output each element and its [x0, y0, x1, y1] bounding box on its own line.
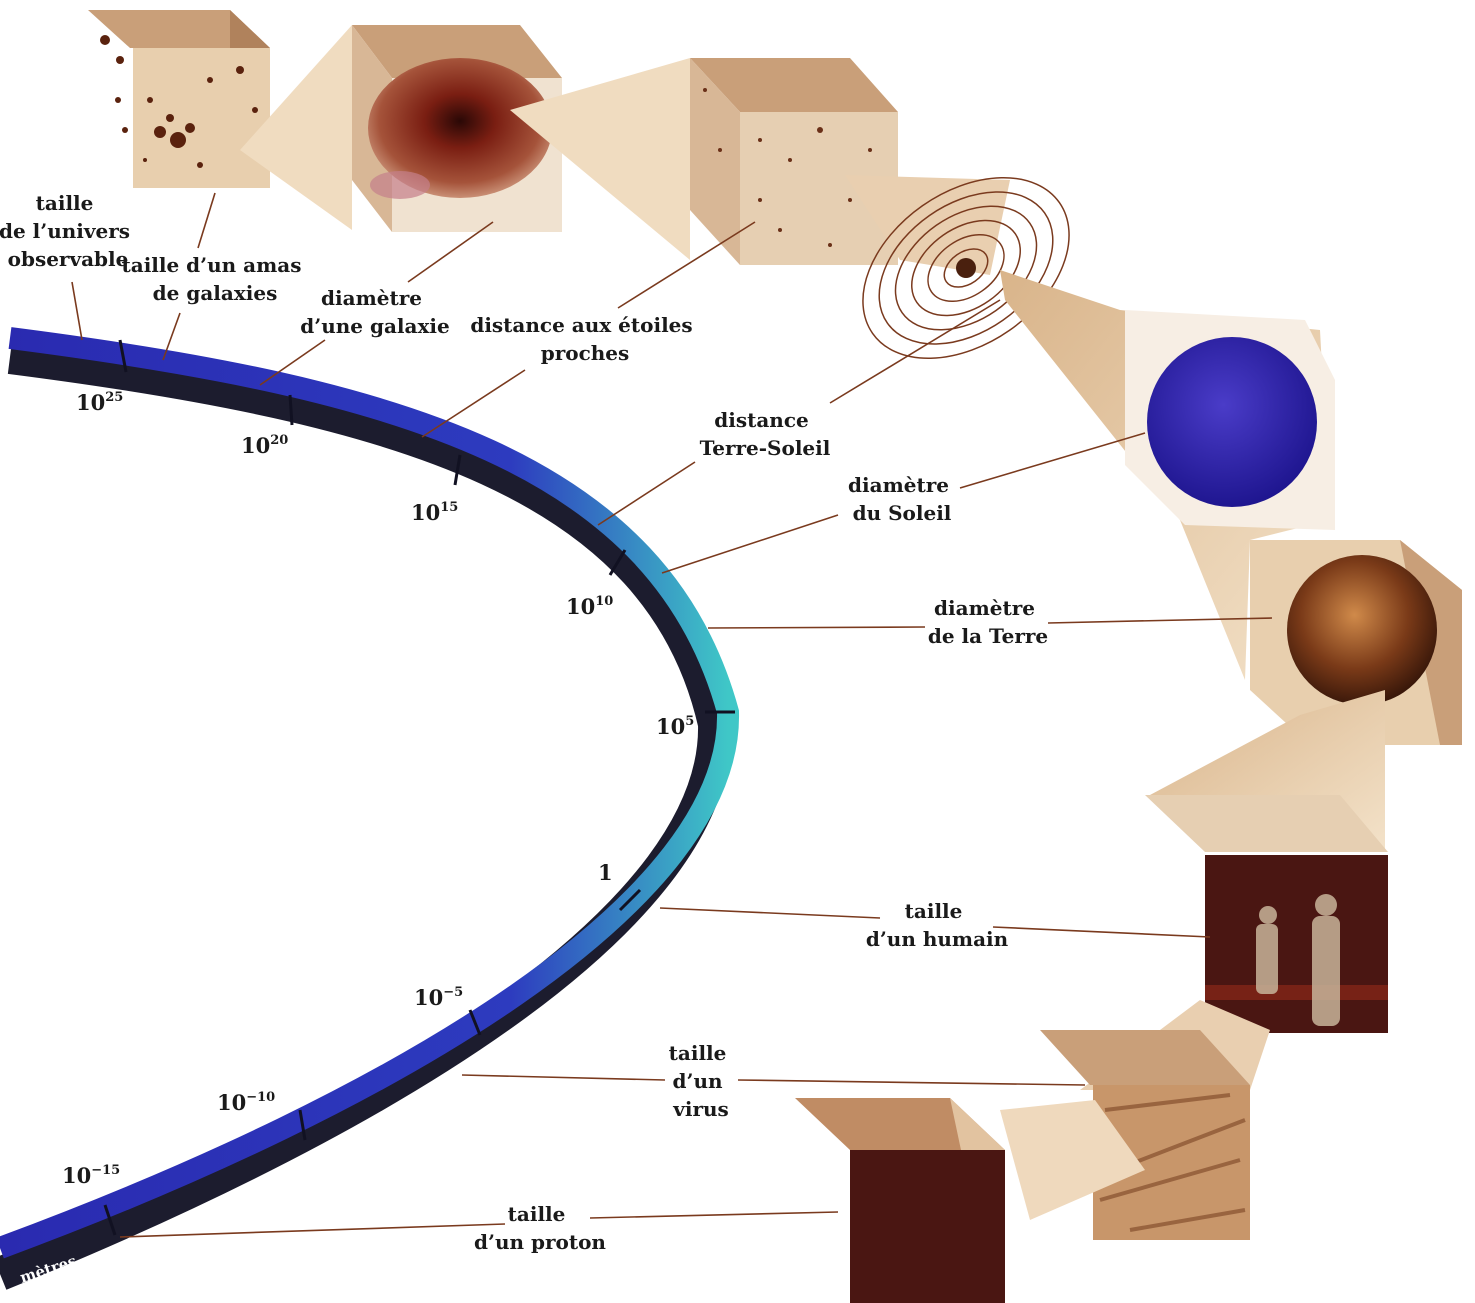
tick-label-1e-5: 10−5 [414, 985, 463, 1010]
label-nearby-stars: distance aux étoiles proches [470, 313, 699, 365]
tick-label-1e-10: 10−10 [217, 1090, 275, 1115]
tick-label-1e20: 1020 [241, 433, 288, 458]
earth-icon [1287, 555, 1437, 705]
sun-panel [1125, 310, 1335, 530]
sun-icon [1147, 337, 1317, 507]
label-earth-sun-distance: distance Terre-Soleil [700, 408, 831, 460]
label-galaxy-diameter: diamètre d’une galaxie [300, 286, 449, 338]
tick-label-1e10: 1010 [566, 594, 613, 619]
tick-label-1: 1 [598, 860, 613, 885]
tick-label-1e-15: 10−15 [62, 1163, 120, 1188]
label-virus-size: taille d’un virus [669, 1041, 734, 1121]
scale-ring [0, 338, 735, 1274]
label-galaxy-cluster: taille d’un amas de galaxies [122, 253, 309, 305]
tick-label-1e25: 1025 [76, 390, 123, 415]
label-proton-size: taille d’un proton [474, 1202, 606, 1254]
label-earth-diameter: diamètre de la Terre [928, 596, 1048, 648]
proton-cube [795, 1098, 1005, 1303]
galaxy-cube [352, 25, 562, 232]
star-field-cube [690, 58, 898, 265]
humans-panel [1205, 855, 1388, 1033]
label-human-size: taille d’un humain [866, 899, 1009, 951]
galaxy-cluster-cube [88, 10, 270, 188]
label-sun-diameter: diamètre du Soleil [848, 473, 956, 525]
tick-label-1e5: 105 [656, 714, 694, 739]
tick-label-1e15: 1015 [411, 500, 458, 525]
label-observable-universe: taille de l’univers observable [0, 191, 137, 271]
